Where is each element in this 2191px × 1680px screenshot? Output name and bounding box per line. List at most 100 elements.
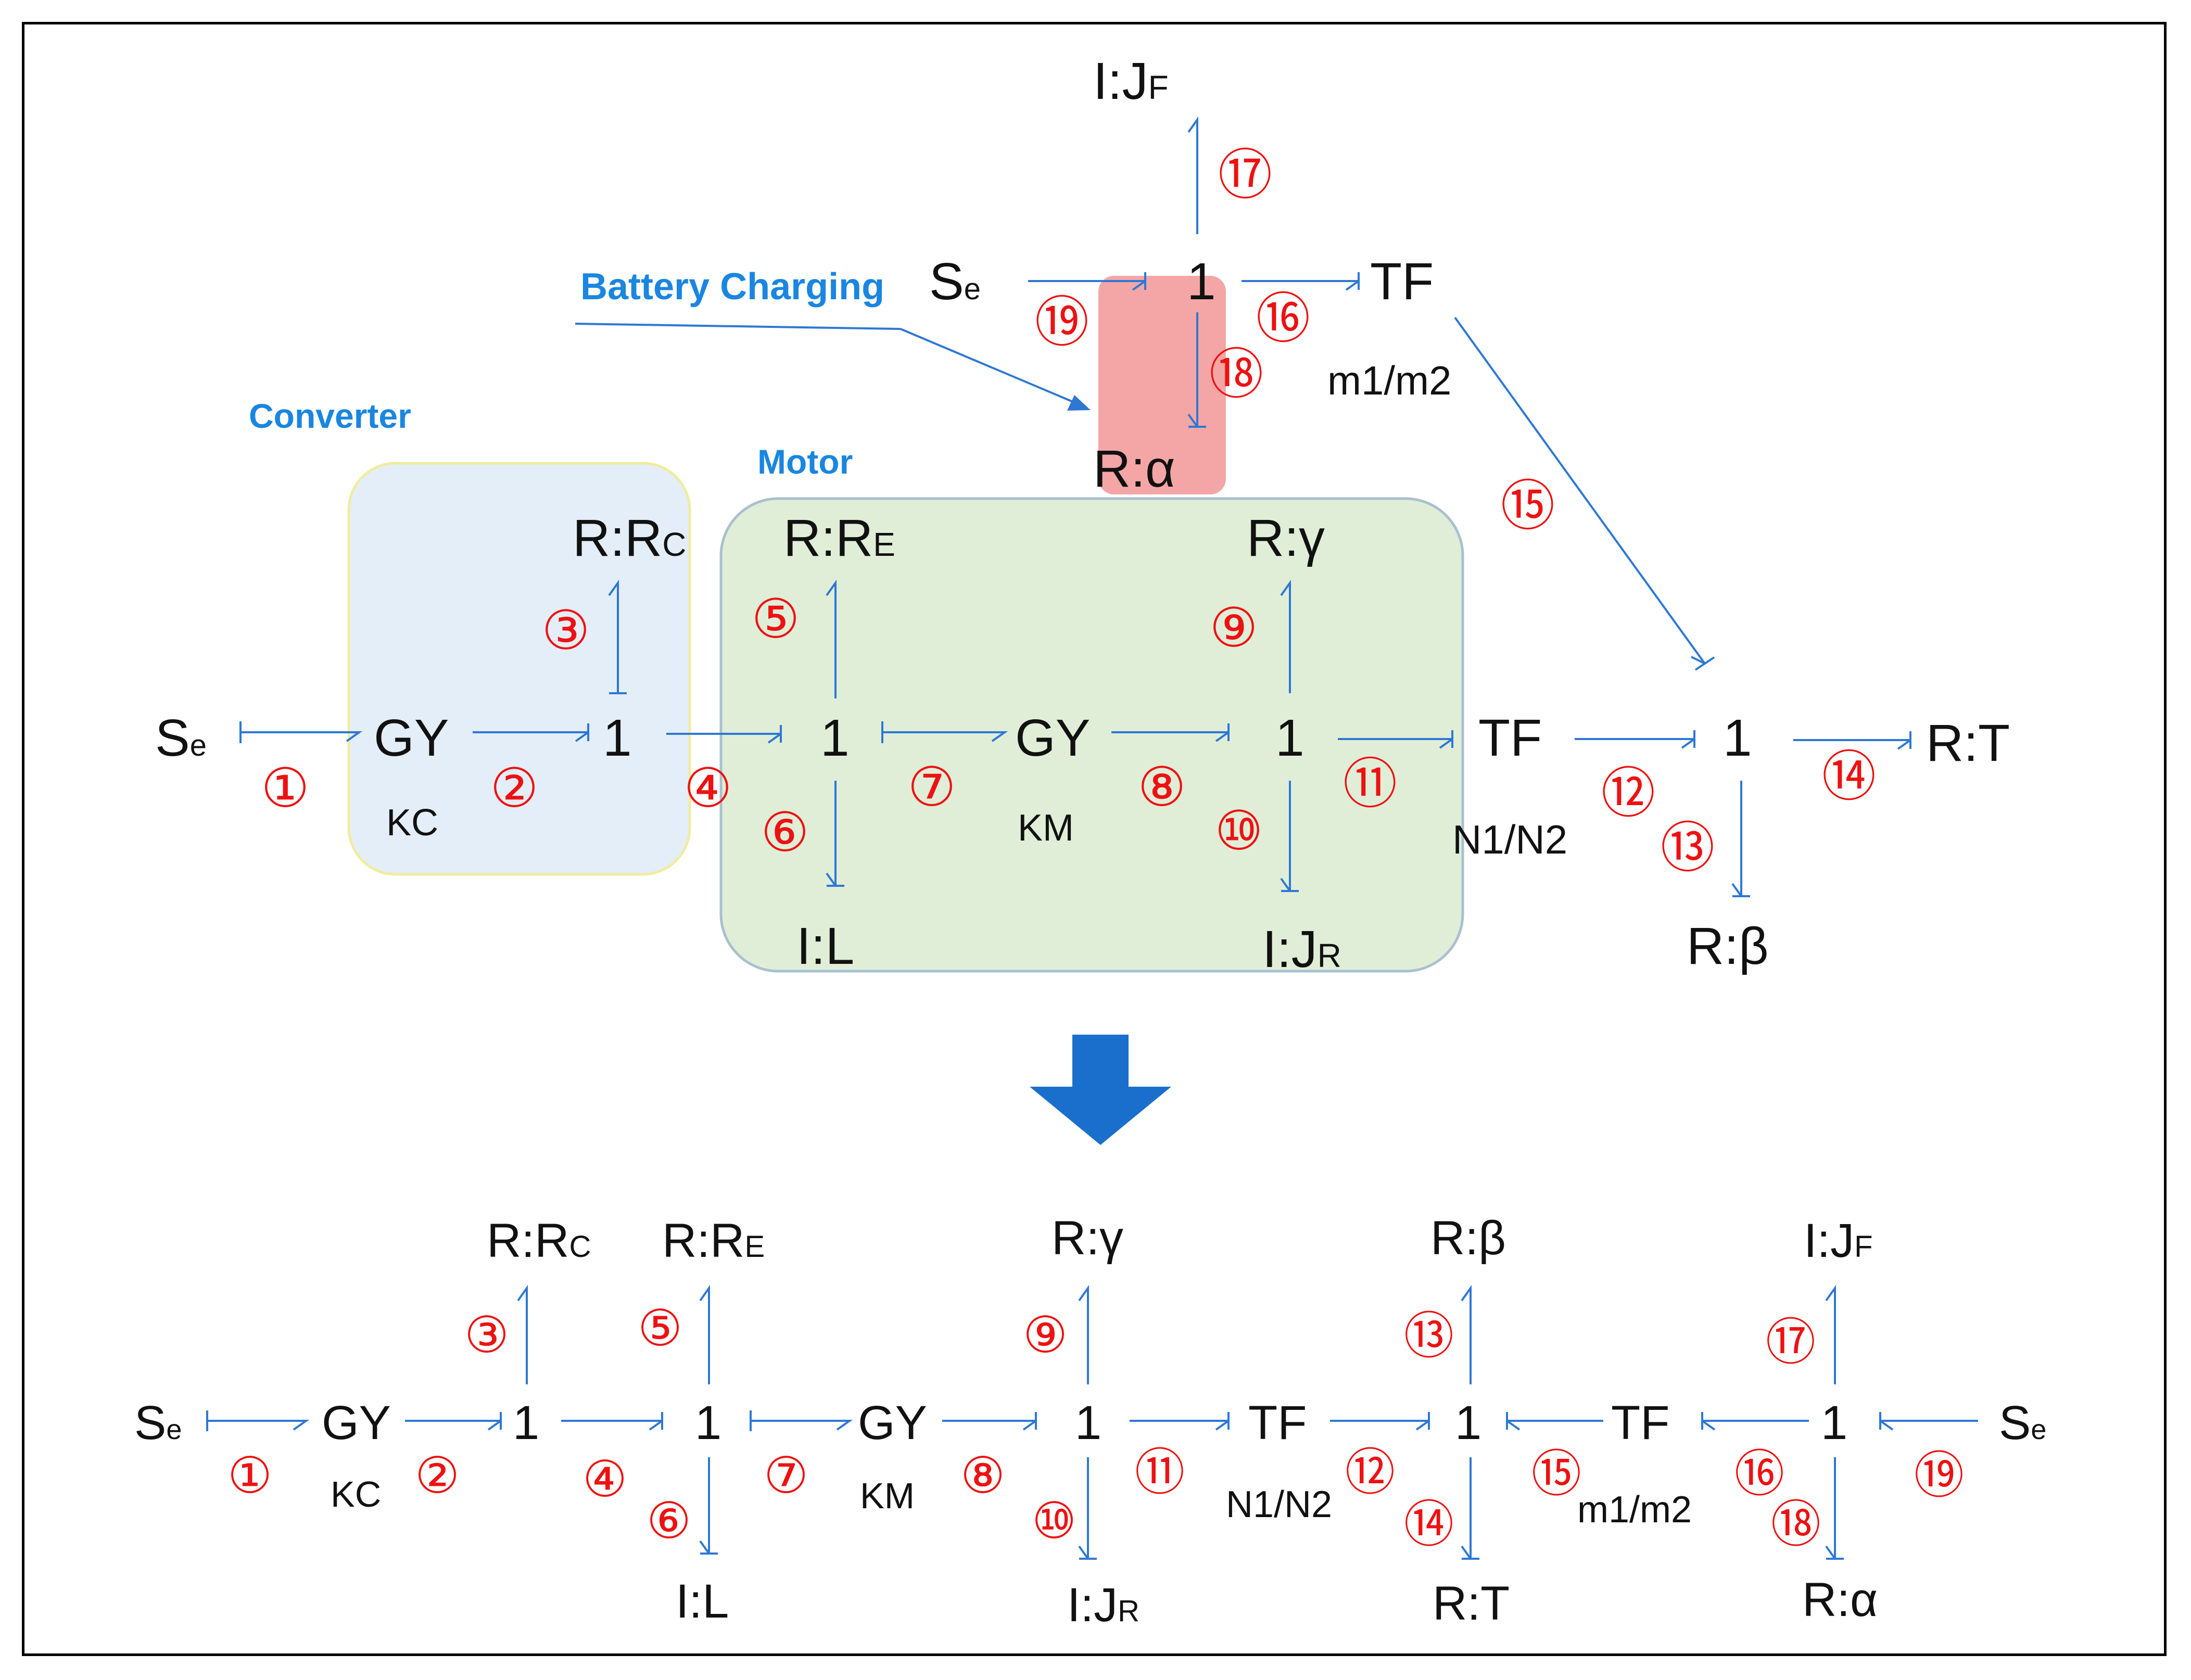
battery-charging-region [1098, 276, 1226, 494]
bottom-bond-number: ⑮ [1531, 1446, 1581, 1502]
bottom-bond-number: ⑤ [638, 1301, 682, 1356]
bond-1 [239, 721, 363, 743]
top-il-label: I:L [796, 917, 854, 975]
bond-9 [1078, 1284, 1089, 1384]
battery-charging-label: Battery Charging [580, 266, 884, 308]
bottom-bond-number: ⑰ [1766, 1315, 1816, 1370]
bottom-bond-number: ⑭ [1404, 1497, 1454, 1552]
bottom-one-b-label: 1 [695, 1396, 721, 1449]
figure-border [22, 22, 2167, 1656]
top-bond-number: ③ [541, 601, 590, 661]
bottom-gy2-label: GY [858, 1396, 927, 1449]
bond-17 [1187, 116, 1198, 234]
top-one-c-label: 1 [1275, 709, 1305, 767]
bottom-se1-label: Se [134, 1396, 182, 1449]
battery-pointer-line [575, 323, 901, 330]
bottom-gy1-label: GY [322, 1396, 391, 1449]
bond-13 [1731, 781, 1750, 897]
bond-14 [1461, 1457, 1479, 1560]
top-rt-label: R:T [1926, 714, 2010, 772]
top-bond-number: ⑬ [1661, 818, 1715, 879]
bottom-se2-label: Se [1999, 1396, 2046, 1449]
top-bond-number: ⑯ [1256, 289, 1310, 349]
bottom-bonds [206, 1284, 1978, 1560]
bond-1 [206, 1410, 310, 1431]
bond-2 [405, 1412, 502, 1431]
bottom-rc-label: R:RC [487, 1214, 591, 1267]
top-bond-numbers: ① ② ③ ④ ⑤ ⑥ ⑦ ⑧ ⑨ ⑩ ⑪ ⑫ ⑬ ⑭ ⑮ ⑯ ⑰ ⑱ ⑲ [261, 145, 1876, 879]
top-ralpha-label: R:α [1093, 440, 1175, 498]
top-bond-number: ⑮ [1501, 476, 1555, 537]
top-bond-number: ⑩ [1214, 801, 1263, 861]
bottom-bond-number: ⑱ [1771, 1497, 1821, 1552]
top-nodes: Se GY KC 1 R:RC 1 R:RE I:L GY KM 1 R:γ I… [155, 52, 2010, 978]
bond-15 [1454, 316, 1715, 671]
bottom-one-c-label: 1 [1075, 1396, 1101, 1449]
top-re-label: R:RE [783, 509, 895, 567]
top-one-a-label: 1 [603, 709, 632, 767]
top-gy2-label: GY [1015, 709, 1090, 767]
top-n1n2-label: N1/N2 [1452, 817, 1567, 862]
top-km-label: KM [1018, 807, 1074, 849]
bond-6 [699, 1457, 718, 1555]
bottom-bond-number: ⑧ [960, 1448, 1005, 1504]
bottom-ralpha-label: R:α [1802, 1573, 1878, 1626]
bottom-rbeta-label: R:β [1430, 1212, 1506, 1265]
bottom-ijr-label: I:JR [1067, 1579, 1139, 1632]
top-bond-number: ⑧ [1137, 757, 1186, 818]
bottom-bond-number: ⑲ [1914, 1448, 1964, 1504]
bond-2 [473, 723, 589, 742]
top-gy1-label: GY [374, 709, 449, 767]
converter-region [347, 462, 691, 876]
bond-3 [517, 1284, 528, 1384]
converter-label: Converter [249, 397, 411, 435]
bond-19 [1879, 1412, 1978, 1431]
bottom-bond-number: ⑨ [1023, 1307, 1068, 1363]
top-bond-number: ⑦ [907, 757, 956, 818]
top-bond-number: ⑨ [1209, 598, 1258, 658]
bond-17 [1825, 1284, 1836, 1384]
bottom-rgamma-label: R:γ [1052, 1212, 1123, 1265]
bottom-one-e-label: 1 [1821, 1396, 1847, 1449]
top-one-e-label: 1 [1187, 252, 1216, 311]
bottom-bond-numbers: ① ② ③ ④ ⑤ ⑥ ⑦ ⑧ ⑨ ⑩ ⑪ ⑫ ⑬ ⑭ ⑮ ⑯ ⑰ ⑱ ⑲ [227, 1301, 1964, 1552]
top-bond-number: ⑪ [1343, 754, 1397, 814]
bond-16 [1242, 272, 1360, 291]
top-bond-number: ⑰ [1218, 145, 1272, 206]
bottom-m1m2-label: m1/m2 [1577, 1489, 1692, 1531]
top-rc-label: R:RC [573, 509, 686, 567]
bond-8 [1111, 723, 1230, 742]
top-bonds [239, 116, 1911, 897]
top-tf2-label: TF [1370, 252, 1434, 311]
bottom-il-label: I:L [676, 1575, 729, 1628]
bond-12 [1330, 1412, 1430, 1431]
bond-16 [1701, 1412, 1809, 1431]
top-tf1-label: TF [1478, 709, 1542, 767]
bottom-rt-label: R:T [1433, 1577, 1510, 1630]
bottom-bond-number: ⑦ [764, 1448, 808, 1504]
top-one-b-label: 1 [820, 709, 850, 767]
bond-12 [1575, 730, 1695, 749]
bond-5 [826, 579, 837, 698]
top-kc-label: KC [386, 802, 438, 844]
top-bond-number: ⑭ [1822, 747, 1876, 807]
battery-pointer-arrowhead [1067, 395, 1091, 411]
bond-7 [881, 721, 1008, 743]
bond-18 [1825, 1457, 1844, 1560]
bottom-bond-number: ⑩ [1032, 1493, 1076, 1549]
bottom-one-d-label: 1 [1455, 1396, 1481, 1449]
bottom-bond-number: ⑬ [1404, 1308, 1454, 1364]
bottom-bond-number: ② [415, 1448, 460, 1504]
top-bond-number: ⑫ [1601, 763, 1655, 824]
bottom-kc-label: KC [331, 1474, 381, 1514]
bottom-n1n2-label: N1/N2 [1226, 1484, 1332, 1525]
top-ijr-label: I:JR [1262, 920, 1341, 978]
top-rgamma-label: R:γ [1247, 509, 1325, 567]
bottom-km-label: KM [860, 1475, 915, 1516]
top-bond-number: ④ [683, 758, 732, 819]
bond-5 [699, 1284, 710, 1384]
bottom-ijf-label: I:JF [1804, 1214, 1873, 1267]
top-rbeta-label: R:β [1687, 917, 1769, 975]
battery-pointer-line [900, 328, 1083, 407]
